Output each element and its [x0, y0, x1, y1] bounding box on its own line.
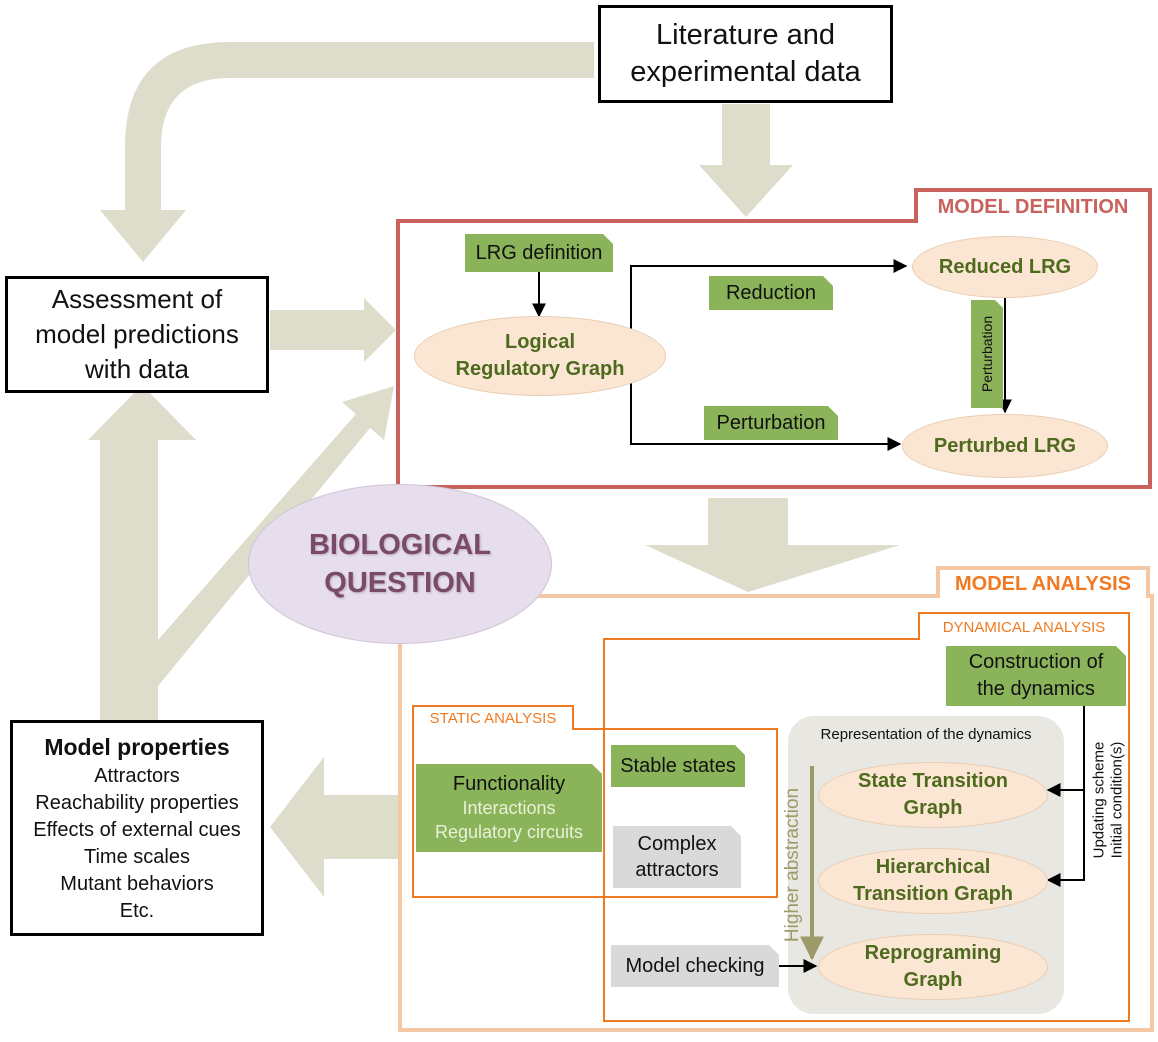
- updating-scheme-line-1: Updating scheme: [1090, 741, 1108, 859]
- property-attractors: Attractors: [94, 765, 180, 787]
- complex-attractors-tag: Complex attractors: [613, 826, 741, 888]
- static-analysis-label: STATIC ANALYSIS: [429, 710, 557, 727]
- property-etc: Etc.: [119, 900, 155, 922]
- analysis-to-properties-arrow: [270, 757, 398, 897]
- model-properties-box: Model properties Attractors Reachability…: [10, 720, 264, 936]
- perturbed-lrg-node: Perturbed LRG: [902, 414, 1108, 478]
- biological-question-line-2: QUESTION: [324, 567, 476, 599]
- reduction-label: Reduction: [725, 281, 817, 304]
- updating-scheme-line-2: Initial condition(s): [1108, 741, 1126, 859]
- dynamical-analysis-frame: [603, 638, 1130, 1022]
- assessment-line-3: with data: [84, 354, 190, 384]
- stable-states-label: Stable states: [620, 754, 736, 777]
- reduced-lrg-node: Reduced LRG: [912, 236, 1098, 298]
- definition-to-analysis-arrow: [645, 498, 900, 592]
- dynamical-analysis-label-box: DYNAMICAL ANALYSIS: [918, 612, 1130, 640]
- reduction-connector: [630, 259, 908, 330]
- literature-line-1: Literature and: [656, 19, 835, 51]
- logical-regulatory-graph-node: Logical Regulatory Graph: [414, 316, 666, 396]
- representation-label: Representation of the dynamics: [820, 726, 1032, 743]
- state-transition-graph-node: State Transition Graph: [818, 762, 1048, 828]
- stable-states-tag: Stable states: [611, 745, 745, 787]
- perturbation-vertical-tag: Perturbation: [971, 300, 1003, 408]
- perturbation-tag: Perturbation: [704, 406, 838, 440]
- biological-question-line-1: BIOLOGICAL: [308, 529, 492, 561]
- model-checking-label: Model checking: [625, 954, 765, 977]
- model-analysis-title: MODEL ANALYSIS: [955, 572, 1131, 595]
- construction-line-2: the dynamics: [977, 678, 1095, 700]
- lrg-node-line-2: Regulatory Graph: [455, 358, 625, 380]
- interactions-label: Interactions: [462, 798, 556, 818]
- literature-box: Literature and experimental data: [598, 5, 893, 103]
- stg-line-1: State Transition: [857, 770, 1009, 792]
- assessment-line-1: Assessment of: [51, 284, 223, 314]
- property-time-scales: Time scales: [84, 846, 190, 868]
- perturbed-lrg-label: Perturbed LRG: [933, 434, 1077, 457]
- reduced-lrg-label: Reduced LRG: [938, 255, 1072, 278]
- htg-line-1: Hierarchical: [875, 856, 991, 878]
- assessment-to-definition-arrow: [270, 298, 396, 362]
- static-analysis-label-box: STATIC ANALYSIS: [412, 705, 574, 730]
- reprograming-graph-node: Reprograming Graph: [818, 934, 1048, 1000]
- property-mutant-behaviors: Mutant behaviors: [60, 873, 214, 895]
- lrg-node-line-1: Logical: [504, 331, 575, 353]
- assessment-box: Assessment of model predictions with dat…: [5, 276, 269, 393]
- functionality-label: Functionality: [452, 773, 566, 795]
- assessment-line-2: model predictions: [35, 319, 239, 349]
- properties-to-assessment-arrow: [88, 385, 196, 720]
- higher-abstraction-label: Higher abstraction: [778, 780, 808, 950]
- biological-question-node: BIOLOGICAL QUESTION: [248, 484, 552, 644]
- model-checking-tag: Model checking: [611, 945, 779, 987]
- complex-attractors-line-1: Complex: [637, 833, 717, 855]
- regulatory-circuits-label: Regulatory circuits: [434, 822, 584, 842]
- complex-attractors-line-2: attractors: [635, 859, 719, 881]
- literature-to-definition-arrow: [699, 104, 793, 217]
- functionality-tag: Functionality Interactions Regulatory ci…: [416, 764, 602, 852]
- stg-line-2: Graph: [903, 797, 963, 819]
- literature-to-assessment-arrow: [100, 42, 594, 262]
- construction-dynamics-tag: Construction of the dynamics: [946, 646, 1126, 706]
- model-properties-title: Model properties: [44, 734, 230, 760]
- htg-line-2: Transition Graph: [852, 883, 1014, 905]
- reprograming-line-2: Graph: [903, 969, 963, 991]
- construction-to-stg-connector: [1046, 706, 1085, 797]
- construction-line-1: Construction of: [968, 651, 1104, 673]
- model-definition-title: MODEL DEFINITION: [937, 196, 1129, 218]
- property-external-cues: Effects of external cues: [33, 819, 241, 841]
- hierarchical-transition-graph-node: Hierarchical Transition Graph: [818, 848, 1048, 914]
- literature-line-2: experimental data: [630, 56, 861, 88]
- reduction-tag: Reduction: [709, 276, 833, 310]
- dynamical-analysis-label: DYNAMICAL ANALYSIS: [942, 618, 1106, 636]
- perturbation-label: Perturbation: [716, 411, 826, 434]
- perturbation-connector: [630, 380, 902, 451]
- reprograming-line-1: Reprograming: [864, 942, 1002, 964]
- lrg-definition-label: LRG definition: [475, 241, 603, 264]
- model-analysis-title-box: MODEL ANALYSIS: [936, 566, 1150, 598]
- lrg-definition-tag: LRG definition: [465, 234, 613, 272]
- property-reachability: Reachability properties: [35, 792, 239, 814]
- perturbation-vertical-label: Perturbation: [979, 315, 995, 393]
- higher-abstraction-text: Higher abstraction: [782, 787, 804, 943]
- updating-scheme-label: Updating scheme Initial condition(s): [1086, 720, 1130, 880]
- model-definition-title-box: MODEL DEFINITION: [914, 188, 1152, 223]
- static-analysis-frame: [412, 728, 778, 898]
- construction-to-htg-connector: [1046, 790, 1085, 887]
